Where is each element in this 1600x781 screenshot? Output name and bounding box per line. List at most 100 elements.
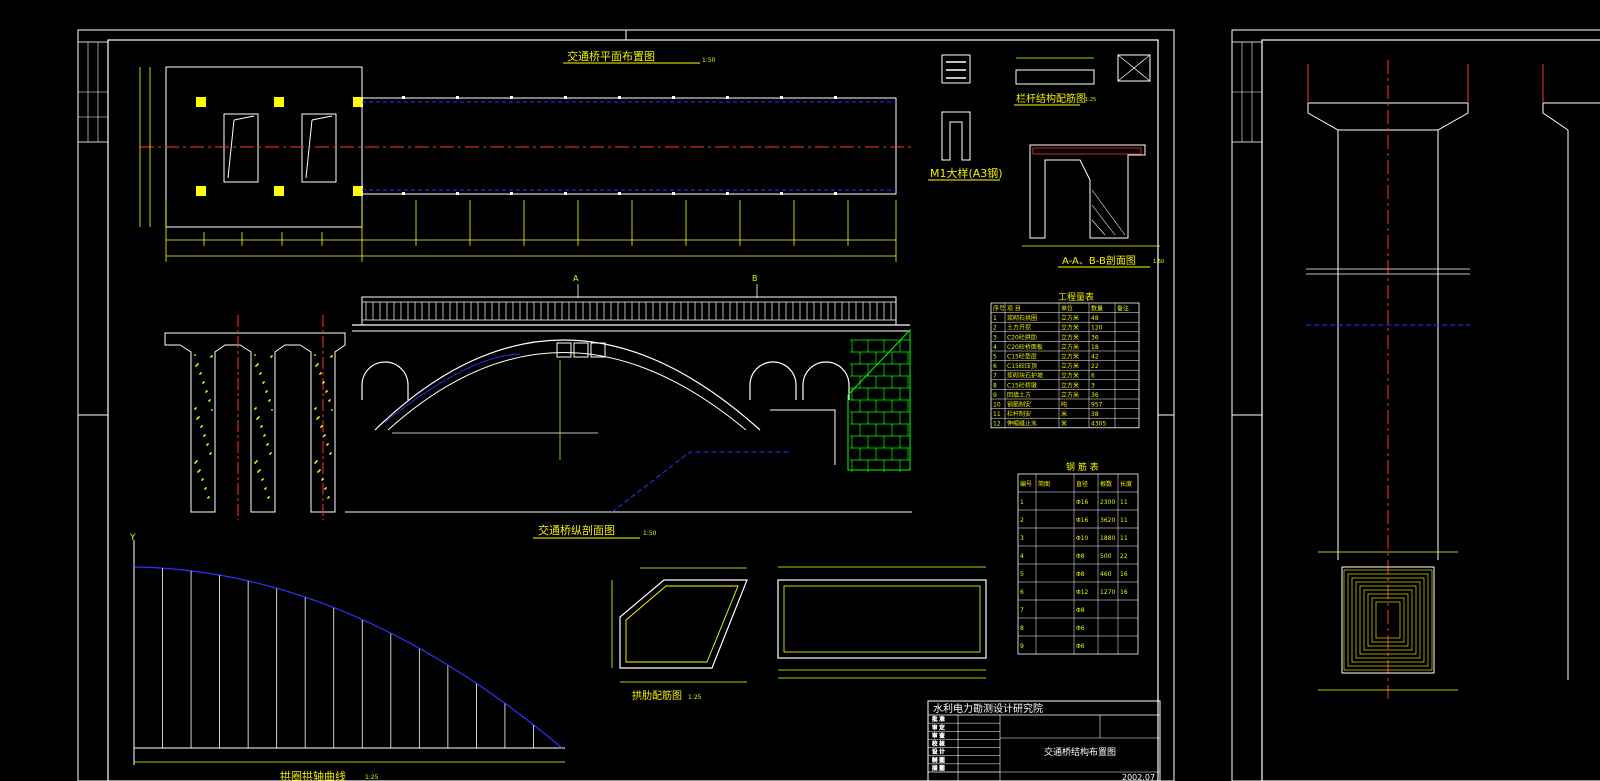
quantity-cell: 1 (993, 315, 997, 322)
quantity-cell: 立方米 (1061, 314, 1079, 322)
quantity-cell: 2 (993, 325, 997, 332)
quantity-cell: 957 (1091, 402, 1103, 409)
steel-cell: Φ12 (1076, 589, 1089, 596)
quantity-cell: 18 (1091, 344, 1099, 351)
quantity-cell: 立方米 (1061, 333, 1079, 341)
quantity-cell: C15砼压顶 (1007, 362, 1037, 370)
title-block-row-label: 校 核 (932, 740, 945, 748)
quantity-cell: 36 (1091, 392, 1099, 399)
quantity-cell: C20砼拱肋 (1007, 333, 1037, 341)
steel-cell: 22 (1120, 553, 1128, 560)
title-block-row-label: 制 图 (932, 756, 945, 764)
quantity-cell: C20砼桥面板 (1007, 343, 1043, 351)
cut-mark-b: B (752, 274, 758, 283)
steel-cell: Φ10 (1076, 535, 1089, 542)
steel-cell: 2300 (1100, 499, 1115, 506)
quantity-cell: 立方米 (1061, 362, 1079, 370)
steel-cell: 11 (1120, 535, 1128, 542)
quantity-header-cell: 备注 (1117, 305, 1129, 313)
title-block-row-label: 设 计 (932, 748, 945, 756)
steel-cell: 500 (1100, 553, 1112, 560)
quantity-cell: 9 (993, 392, 997, 399)
steel-cell: 8 (1020, 625, 1024, 632)
steel-cell: Φ8 (1076, 571, 1085, 578)
steel-cell: 3620 (1100, 517, 1115, 524)
quantity-cell: 栏杆制安 (1007, 410, 1031, 418)
steel-cell: 6 (1020, 589, 1024, 596)
quantity-cell: 立方米 (1061, 381, 1079, 389)
quantity-cell: 4305 (1091, 421, 1106, 428)
drawing-date: 2002.07 (1122, 773, 1155, 781)
aa-scale: 1:50 (1153, 259, 1164, 265)
curve-y-axis: Y (129, 533, 136, 543)
steel-cell: Φ16 (1076, 499, 1089, 506)
steel-cell: Φ16 (1076, 517, 1089, 524)
sheet-frame-right (1231, 29, 1600, 781)
quantity-cell: 立方米 (1061, 372, 1079, 380)
quantity-cell: 浆砌块石护坡 (1007, 372, 1043, 380)
quantity-cell: 钢筋制安 (1007, 401, 1031, 409)
steel-cell: Φ6 (1076, 643, 1085, 650)
steel-cell: 4 (1020, 553, 1024, 560)
arch-axis-curve: Y 拱圈拱轴曲线 1:25 (129, 533, 565, 781)
quantity-cell: 48 (1091, 315, 1099, 322)
curve-scale: 1:25 (365, 774, 379, 781)
steel-cell: 9 (1020, 643, 1024, 650)
steel-header-cell: 根数 (1100, 480, 1112, 488)
quantity-cell: 立方米 (1061, 391, 1079, 399)
aa-section: A-A、B-B剖面图 1:50 (1022, 144, 1164, 268)
steel-cell: 1 (1020, 499, 1024, 506)
quantity-cell: 伸缩缝止水 (1007, 420, 1037, 428)
quantity-cell: 米 (1061, 420, 1067, 428)
stone-masonry (847, 328, 911, 472)
steel-cell: Φ8 (1076, 607, 1085, 614)
quantity-cell: 土方开挖 (1007, 324, 1031, 332)
quantity-cell: 7 (993, 373, 997, 380)
quantity-cell: 立方米 (1061, 324, 1079, 332)
steel-cell: 1270 (1100, 589, 1115, 596)
quantity-cell: 11 (993, 411, 1001, 418)
quantity-cell: 6 (993, 363, 997, 370)
quantity-cell: 8 (993, 382, 997, 389)
title-block: 批 准审 定审 查校 核设 计制 图描 图 水利电力勘测设计研究院 交通桥结构布… (927, 700, 1161, 781)
steel-cell: 16 (1120, 571, 1128, 578)
quantity-cell: 4 (993, 344, 997, 351)
institute-name: 水利电力勘测设计研究院 (933, 702, 1043, 715)
quantity-cell: 3 (993, 334, 997, 341)
quantity-header-cell: 序号 (993, 305, 1005, 313)
plan-view: 交通桥平面布置图 1:50 (139, 49, 915, 262)
curve-title: 拱圈拱轴曲线 (280, 769, 346, 781)
quantity-cell: 米 (1061, 410, 1067, 418)
section-title: 交通桥纵剖面图 (538, 523, 615, 537)
quantity-cell: 吨 (1061, 401, 1067, 409)
sheet-frame-left (77, 29, 1175, 781)
aa-title: A-A、B-B剖面图 (1062, 254, 1136, 267)
quantity-cell: 36 (1091, 334, 1099, 341)
quantity-cell: C15砼垫层 (1007, 353, 1037, 361)
steel-cell: 2 (1020, 517, 1024, 524)
quantity-cell: 12 (993, 421, 1001, 428)
longitudinal-section: A B 交通桥纵剖面图 1:50 (164, 274, 912, 539)
quantity-header-cell: 数量 (1091, 305, 1103, 313)
steel-header-cell: 直径 (1076, 480, 1088, 488)
quantity-cell: C15砼桥墩 (1007, 381, 1037, 389)
quantity-header-cell: 单位 (1061, 305, 1073, 313)
steel-header-cell: 编号 (1020, 480, 1032, 488)
plan-title: 交通桥平面布置图 (567, 49, 655, 63)
rib-rebar-detail: 拱肋配筋图 1:25 (611, 566, 987, 702)
quantity-cell: 5 (993, 354, 997, 361)
steel-cell: 11 (1120, 517, 1128, 524)
pier-elevation (1306, 60, 1600, 700)
steel-title: 钢 筋 表 (1066, 461, 1099, 473)
quantity-header-cell: 项 目 (1007, 306, 1021, 313)
quantity-title: 工程量表 (1058, 291, 1094, 303)
quantity-cell: 10 (993, 402, 1001, 409)
quantity-cell: 立方米 (1061, 353, 1079, 361)
cut-mark-a: A (573, 274, 579, 283)
steel-header-cell: 长度 (1120, 480, 1132, 488)
title-block-row-label: 审 查 (932, 731, 945, 739)
railing-scale: 1:25 (1085, 97, 1096, 103)
railing-detail: 栏杆结构配筋图 1:25 (1014, 54, 1151, 106)
quantity-cell: 42 (1091, 354, 1099, 361)
